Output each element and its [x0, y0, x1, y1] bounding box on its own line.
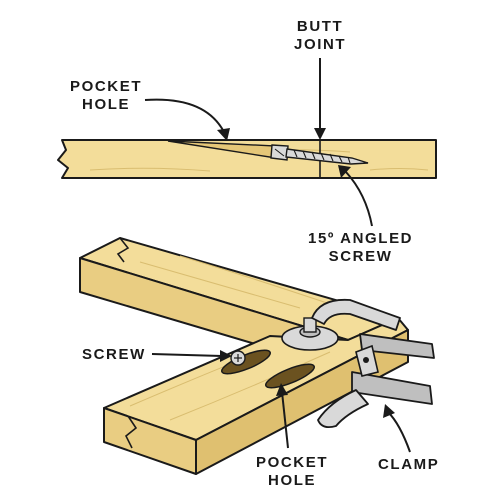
screw-arrow	[151, 353, 223, 357]
screw-head	[230, 350, 246, 366]
pocket-hole-top-arrow	[144, 98, 225, 133]
face-clamp	[311, 298, 435, 429]
angled-screw-label: 15º ANGLED SCREW	[308, 230, 413, 266]
clamp-label: CLAMP	[378, 456, 439, 474]
pocket-hole-top-label-line1: POCKET	[70, 78, 143, 95]
angled-screw-label-line1: 15º ANGLED	[308, 230, 414, 247]
angled-screw-label-line2: SCREW	[328, 248, 393, 265]
clamp-label-text: CLAMP	[378, 456, 440, 473]
clamp-lower-handle	[351, 371, 433, 405]
clamp-arrow	[387, 411, 411, 453]
pocket-hole-top-label: POCKET HOLE	[70, 78, 142, 114]
back-board-broken-end	[116, 237, 130, 263]
corner-joint-perspective	[79, 237, 409, 475]
back-board-grain	[139, 255, 331, 309]
front-board-broken-end	[124, 415, 138, 449]
butt-joint-label-line2: JOINT	[294, 36, 347, 53]
angled-screw	[270, 144, 369, 165]
clamp-pivot	[363, 357, 369, 363]
front-board-side-face	[195, 329, 409, 475]
clamp-upper-arm	[311, 298, 401, 331]
clamp-lower-arm	[317, 389, 369, 429]
angled-screw-shank	[285, 148, 369, 165]
screw-label: SCREW	[82, 346, 146, 364]
pocket-hole-bottom-arrow	[281, 391, 289, 449]
screw-label-text: SCREW	[82, 346, 146, 363]
angled-screw-arrow	[345, 171, 373, 227]
clamp-pad	[281, 317, 339, 351]
butt-joint-cross-section	[57, 139, 437, 179]
pocket-hole-right	[265, 363, 315, 389]
pocket-hole-bottom-label: POCKET HOLE	[256, 454, 328, 490]
butt-joint-label-line1: BUTT	[296, 18, 344, 35]
pocket-hole-top-label-line2: HOLE	[82, 96, 131, 113]
leader-arrows	[144, 58, 411, 453]
pocket-hole-bottom-label-line1: POCKET	[256, 454, 329, 471]
clamp-upper-handle	[359, 333, 435, 359]
butt-joint-label: BUTT JOINT	[294, 18, 346, 54]
pocket-hole-bottom-label-line2: HOLE	[268, 472, 317, 489]
